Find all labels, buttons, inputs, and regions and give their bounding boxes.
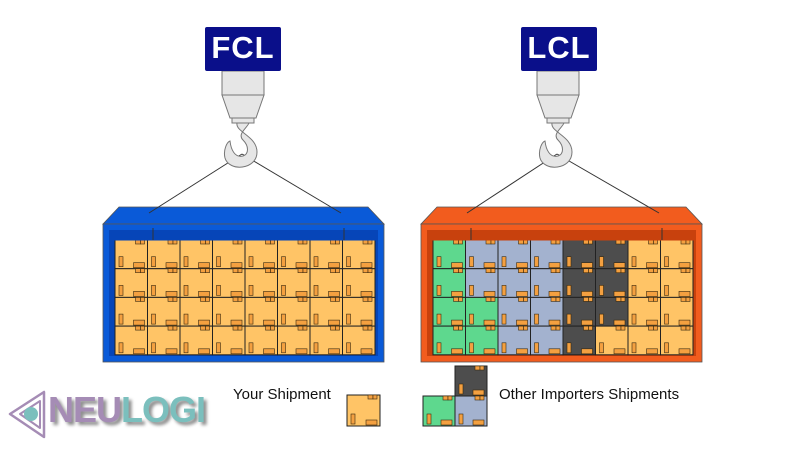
legend-other-shipments: Other Importers Shipments bbox=[499, 386, 680, 403]
logo-text-logi: LOGI bbox=[121, 389, 206, 430]
legend-your-shipment: Your Shipment bbox=[233, 386, 331, 403]
neulogi-logo: NEULOGI bbox=[48, 389, 206, 431]
logo-text-neu: NEU bbox=[48, 389, 122, 430]
lcl-label: LCL bbox=[521, 27, 597, 71]
fcl-label: FCL bbox=[205, 27, 281, 71]
fcl-crane-hook-icon bbox=[221, 70, 265, 168]
neulogi-logo-icon bbox=[8, 390, 46, 439]
lcl-crane-hook-icon bbox=[536, 70, 580, 168]
fcl-container bbox=[102, 206, 385, 363]
legend-icons bbox=[346, 365, 488, 427]
lcl-container bbox=[420, 206, 703, 363]
